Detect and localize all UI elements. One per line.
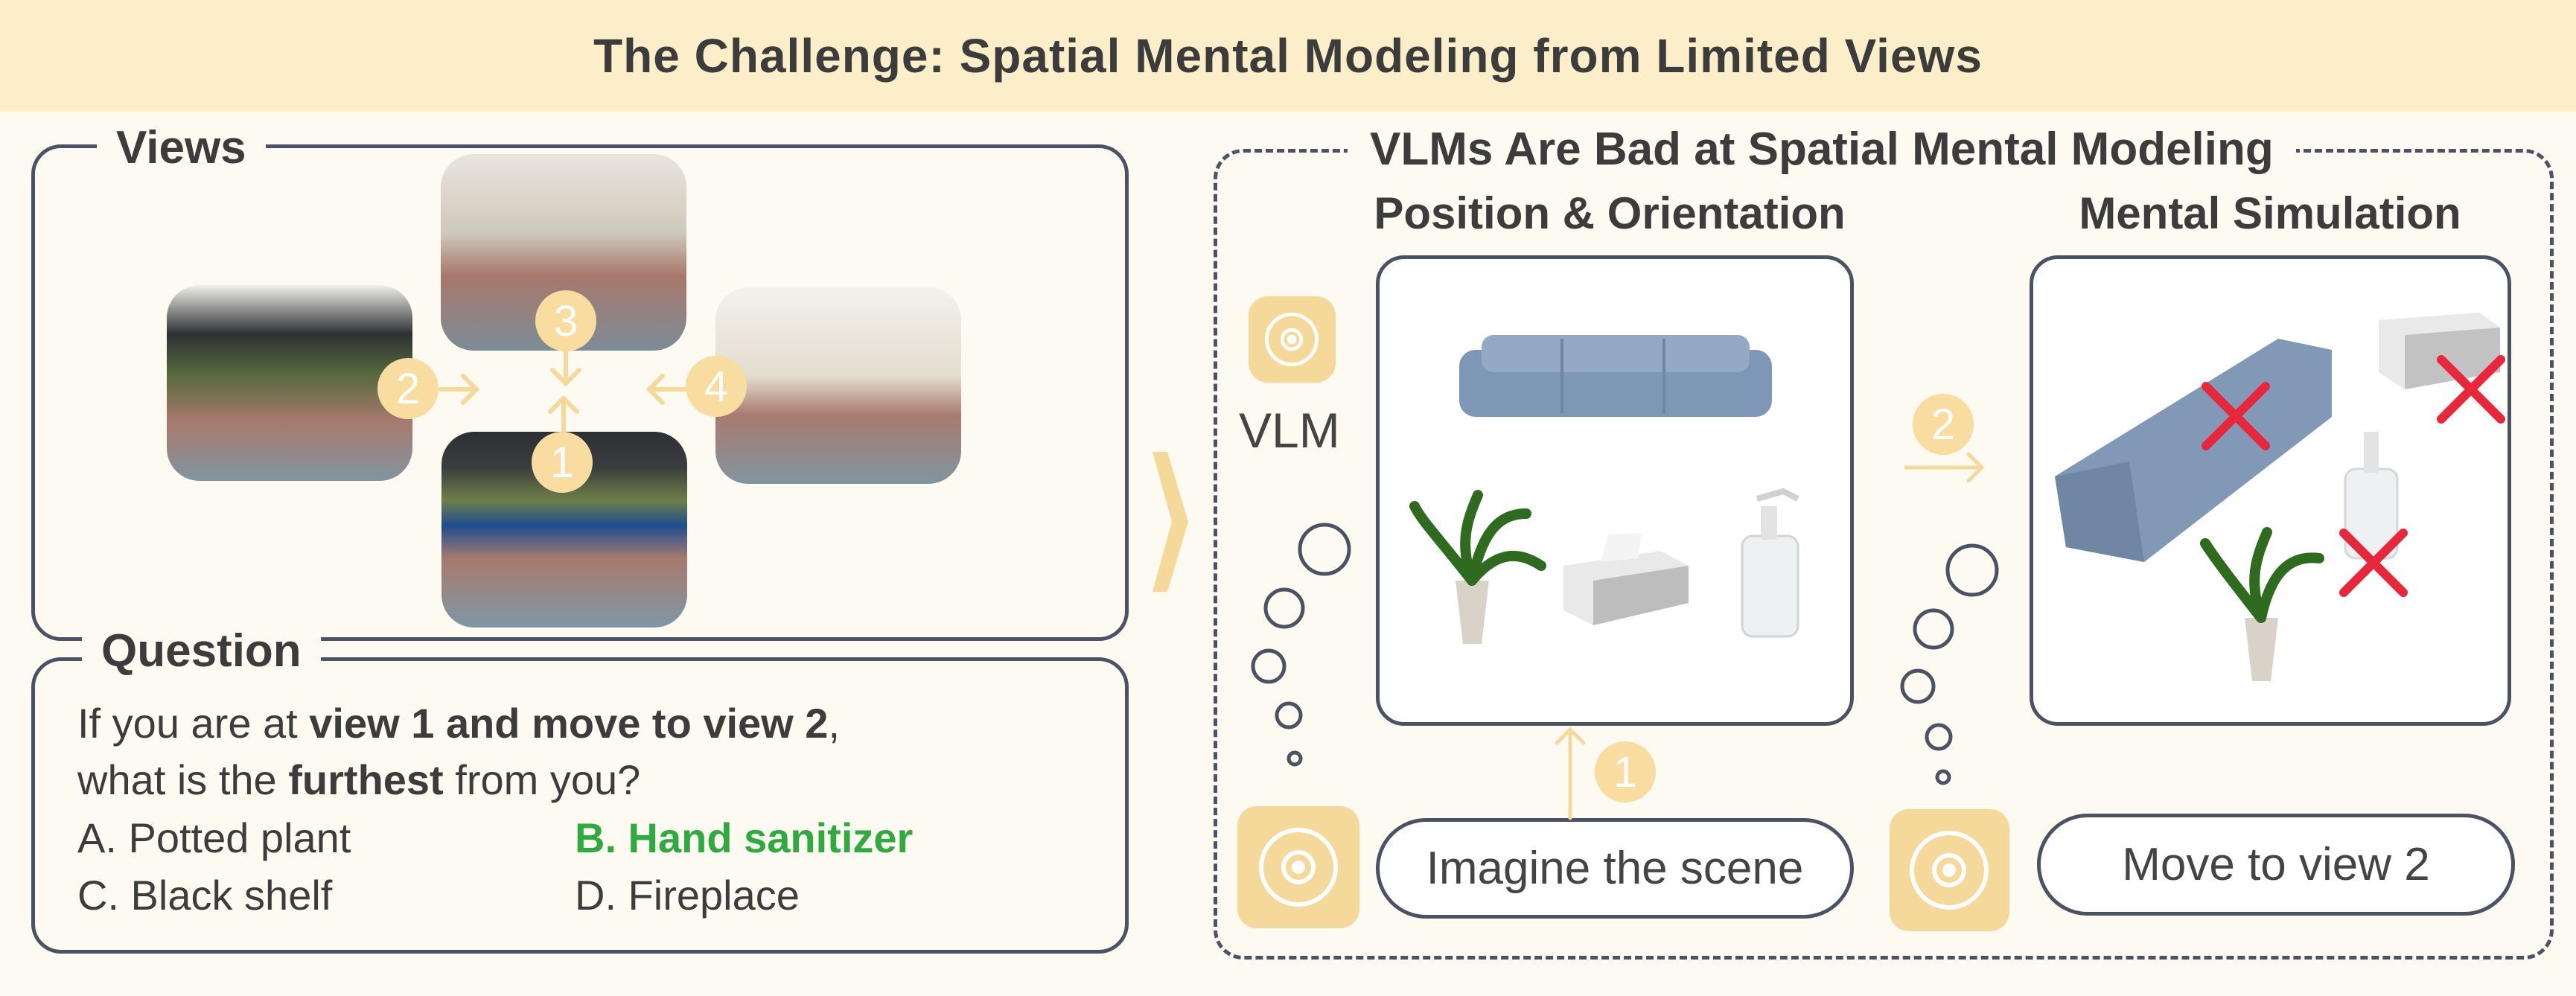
tissue-box-image: [1563, 533, 1689, 625]
view-3-badge: 3: [535, 290, 596, 351]
view-4-photo: [715, 287, 961, 484]
arrow-view-3: [550, 349, 581, 387]
views-panel: [31, 144, 1129, 641]
question-text: If you are at: [77, 700, 310, 747]
question-emphasis: view 1 and move to view 2: [309, 700, 829, 747]
thought-bubbles-left: [1251, 523, 1351, 767]
vlm-panel-title: VLMs Are Bad at Spatial Mental Modeling: [1348, 123, 2296, 176]
plant-image: [1409, 490, 1546, 644]
option-d: D. Fireplace: [575, 872, 800, 919]
option-a: A. Potted plant: [77, 814, 351, 861]
rotated-plant-image: [2200, 527, 2324, 681]
chevron-right-icon: [1152, 452, 1188, 592]
arrow-view-2: [439, 374, 480, 405]
rotated-tissue-box-image: [2379, 313, 2500, 389]
question-line-2: what is the furthest from you?: [77, 756, 640, 804]
vlm-flower-eye-icon: [1259, 312, 1989, 910]
arrow-step-1: [1555, 727, 1586, 820]
question-text: what is the: [77, 756, 289, 803]
step-2-badge: 2: [1913, 394, 1974, 455]
prompt-imagine-scene: Imagine the scene: [1376, 818, 1854, 919]
wrong-x-icon: [2339, 529, 2408, 597]
option-c: C. Black shelf: [77, 872, 333, 919]
sofa-image: [1459, 335, 1772, 417]
rotated-sofa-image: [2055, 339, 2332, 562]
scene-imagination-box: [1376, 255, 1854, 726]
arrow-step-2: [1904, 452, 1985, 483]
position-orientation-heading: Position & Orientation: [1374, 188, 1846, 238]
wrong-x-icon: [2202, 382, 2270, 450]
option-b-correct: B. Hand sanitizer: [575, 814, 914, 861]
mental-simulation-heading: Mental Simulation: [2079, 188, 2461, 238]
header-banner: The Challenge: Spatial Mental Modeling f…: [0, 0, 2576, 112]
wrong-x-icons: [2202, 355, 2505, 597]
views-label: Views: [97, 122, 266, 174]
view-2-badge: 2: [377, 358, 439, 419]
view-2-photo: [167, 285, 412, 481]
step-1-badge: 1: [1595, 741, 1656, 802]
view-1-badge: 1: [532, 432, 593, 493]
question-panel: [31, 657, 1129, 954]
hand-sanitizer-image: [1741, 488, 1799, 638]
wrong-x-icon: [2437, 355, 2505, 424]
arrow-view-1: [548, 395, 579, 434]
figure-title: The Challenge: Spatial Mental Modeling f…: [593, 29, 1983, 83]
question-text: ,: [828, 700, 840, 747]
question-emphasis: furthest: [288, 756, 444, 803]
question-line-1: If you are at view 1 and move to view 2,: [77, 700, 840, 747]
question-text: from you?: [443, 756, 641, 803]
thought-bubbles-middle: [1900, 543, 1999, 785]
view-4-badge: 4: [686, 356, 747, 417]
arrow-view-4: [645, 374, 687, 405]
question-label: Question: [82, 625, 321, 677]
vlm-label: VLM: [1239, 403, 1340, 458]
prompt-move-to-view-2: Move to view 2: [2037, 814, 2515, 916]
